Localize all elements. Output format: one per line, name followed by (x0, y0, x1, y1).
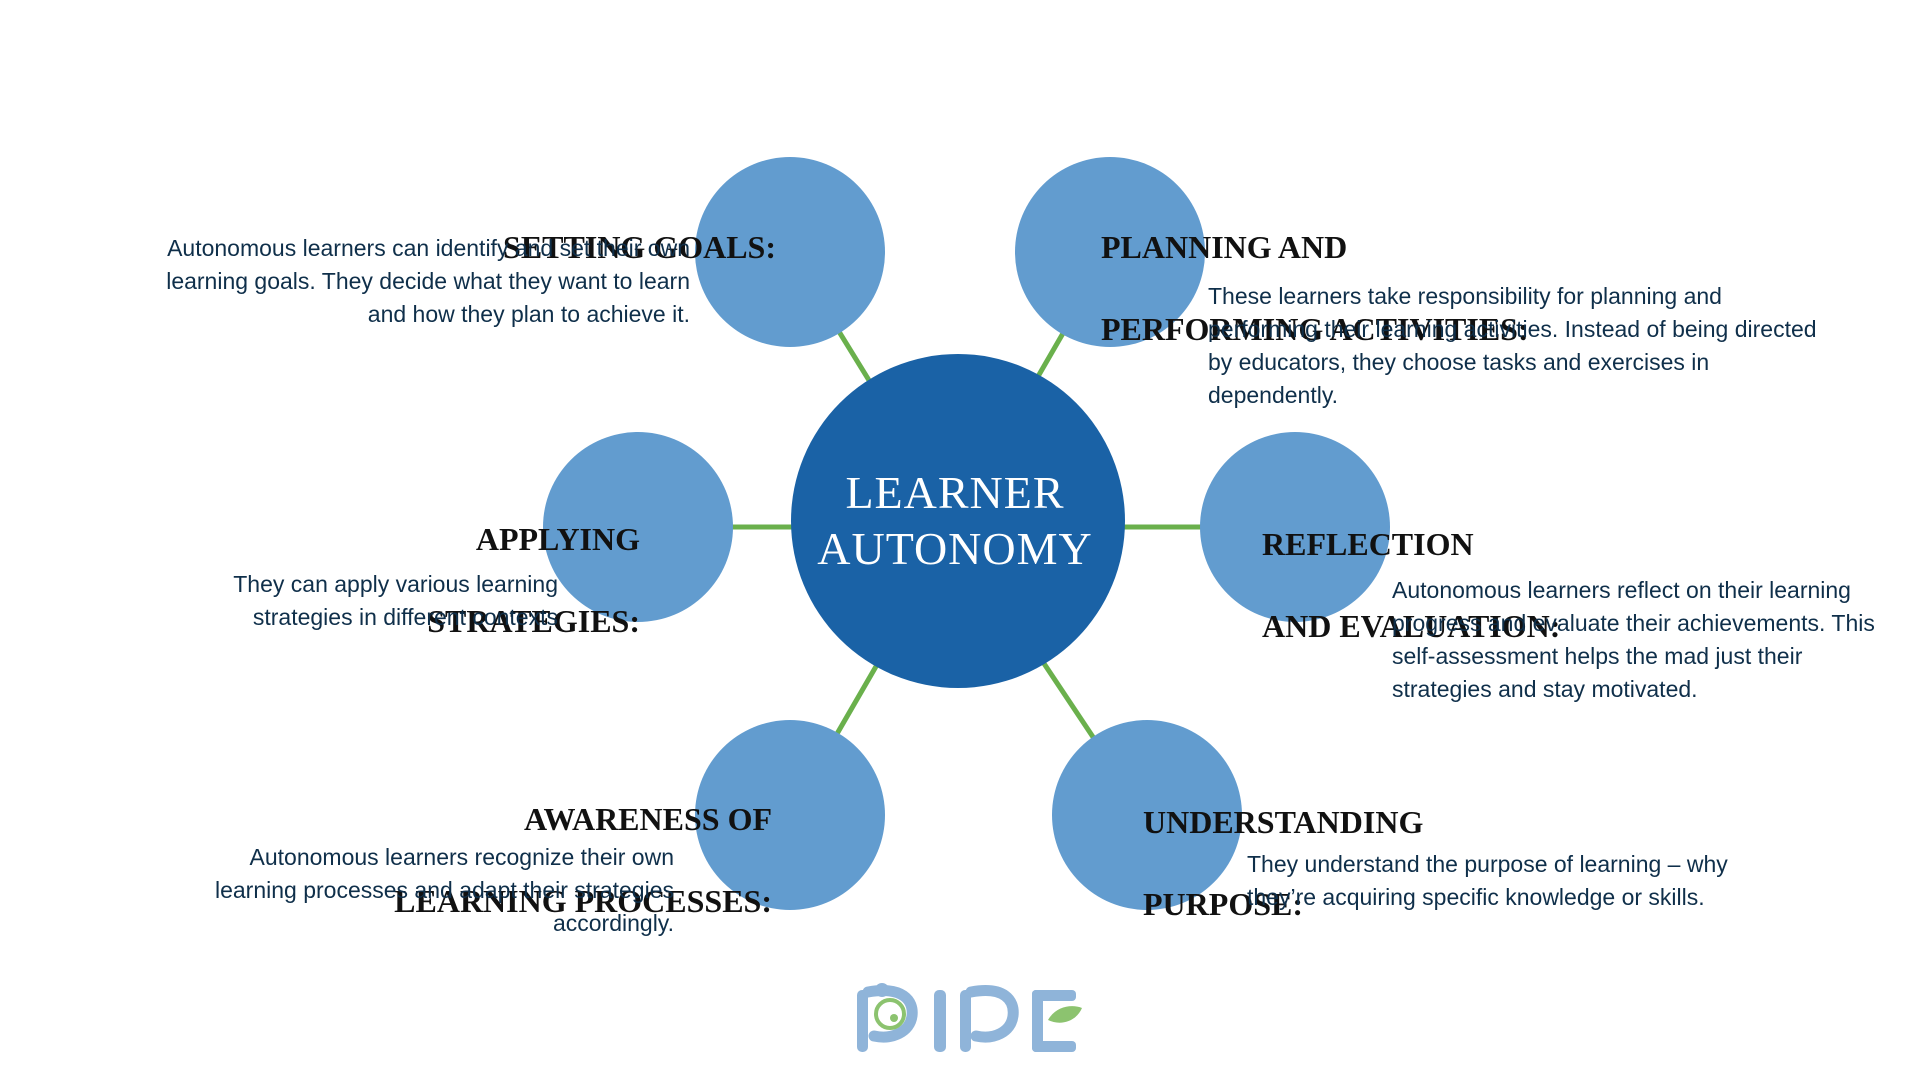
planning-heading-line1: PLANNING AND (1101, 229, 1348, 265)
understanding-heading: UNDERSTANDING PURPOSE: (1143, 761, 1583, 966)
reflection-heading: REFLECTION AND EVALUATION: (1262, 483, 1702, 688)
setting-goals-description: Autonomous learners can identify and set… (166, 235, 690, 327)
pipe-logo-icon (857, 983, 1082, 1052)
awareness-heading-line2: LEARNING PROCESSES: (394, 883, 772, 919)
applying-heading: APPLYING STRATEGIES: (360, 478, 640, 683)
awareness-heading: AWARENESS OF LEARNING PROCESSES: (350, 758, 772, 963)
center-node (791, 354, 1125, 688)
planning-heading-line2: PERFORMING ACTIVITIES: (1101, 311, 1529, 347)
reflection-heading-line1: REFLECTION (1262, 526, 1474, 562)
center-title: LEARNER AUTONOMY (790, 465, 1120, 577)
node-awareness (695, 720, 885, 910)
setting-goals-heading-text: SETTING GOALS: (503, 229, 776, 265)
center-title-line2: AUTONOMY (817, 523, 1093, 574)
node-setting-goals (695, 157, 885, 347)
node-reflection (1200, 432, 1390, 622)
applying-heading-line2: STRATEGIES: (427, 603, 640, 639)
understanding-heading-line2: PURPOSE: (1143, 886, 1303, 922)
logo-letter-p2 (960, 985, 1019, 1052)
logo-letter-e (1032, 990, 1082, 1052)
reflection-heading-line2: AND EVALUATION: (1262, 608, 1561, 644)
logo-letter-i (934, 990, 946, 1052)
awareness-description: Autonomous learners recognize their own … (214, 844, 674, 936)
node-planning (1015, 157, 1205, 347)
understanding-description: They understand the purpose of learning … (1247, 851, 1728, 910)
logo-letter-p1 (857, 983, 918, 1052)
setting-goals-heading: SETTING GOALS: (440, 186, 776, 309)
understanding-heading-line1: UNDERSTANDING (1143, 804, 1424, 840)
applying-heading-line1: APPLYING (475, 521, 640, 557)
center-title-line1: LEARNER (845, 467, 1065, 518)
awareness-heading-line1: AWARENESS OF (523, 801, 772, 837)
reflection-description: Autonomous learners reflect on their lea… (1392, 577, 1875, 702)
node-understanding (1052, 720, 1242, 910)
planning-heading: PLANNING AND PERFORMING ACTIVITIES: (1101, 186, 1621, 391)
applying-description: They can apply various learning strategi… (233, 571, 558, 630)
node-applying (543, 432, 733, 622)
planning-description: These learners take responsibility for p… (1208, 283, 1817, 408)
